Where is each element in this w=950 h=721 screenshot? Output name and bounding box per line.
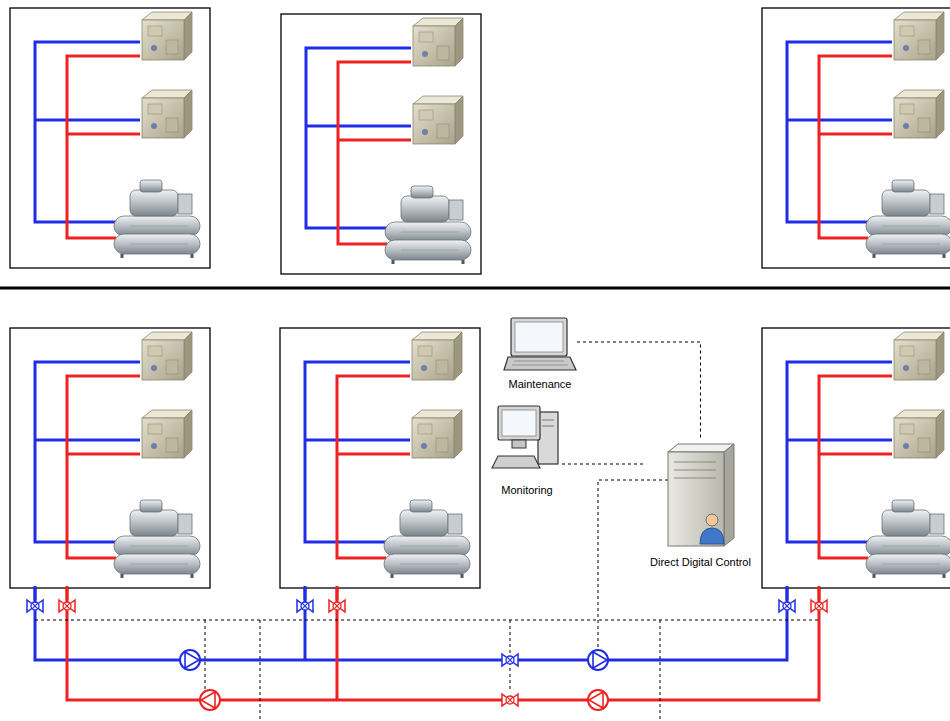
laptop-icon [504,318,576,370]
monitoring-node: Monitoring [492,404,562,497]
controller-node: Direct Digital Control [646,440,755,569]
valves [27,600,827,706]
control-link [562,464,646,465]
existing-buildings [10,8,950,274]
pumps [180,650,608,710]
maintenance-node: Maintenance [503,316,577,391]
icon-label: Monitoring [492,484,562,497]
divider-line [0,287,950,290]
control-link [577,342,701,440]
networked-buildings [10,328,950,600]
icon-label: Maintenance [503,378,577,391]
icon-label: Direct Digital Control [646,556,755,569]
server-icon [668,444,734,546]
workstation-icon [492,406,558,468]
